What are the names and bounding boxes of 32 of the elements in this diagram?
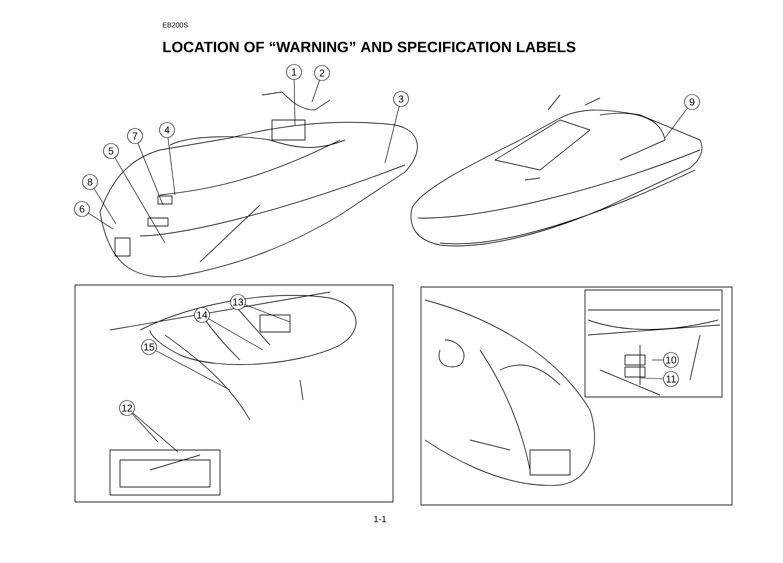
callout-number: 3 — [393, 91, 409, 107]
leader-line — [294, 80, 296, 126]
callout-number: 12 — [119, 400, 135, 416]
callout-number: 11 — [663, 371, 679, 387]
callout-number: 9 — [684, 94, 700, 110]
leader-line — [664, 108, 688, 138]
diagram-title: LOCATION OF “WARNING” AND SPECIFICATION LABELS — [163, 42, 576, 52]
leader-line — [88, 212, 114, 230]
callout-number: 14 — [194, 307, 210, 323]
leader-line — [244, 304, 290, 322]
callout-number: 4 — [159, 122, 175, 138]
callout-number: 7 — [127, 128, 143, 144]
leader-line — [208, 318, 264, 350]
callout-number: 13 — [230, 294, 246, 310]
leader-line — [114, 157, 166, 244]
leader-line — [132, 412, 178, 452]
callout-number: 6 — [74, 201, 90, 217]
leader-line — [132, 413, 158, 442]
page-number: 1-1 — [374, 516, 386, 522]
leader-line — [168, 137, 176, 196]
callout-number: 15 — [141, 339, 157, 355]
callout-number: 10 — [663, 352, 679, 368]
callout-number: 8 — [82, 174, 98, 190]
callout-number: 5 — [103, 143, 119, 159]
callout-number: 2 — [314, 65, 330, 81]
callout-number: 1 — [286, 64, 302, 80]
leader-line — [138, 142, 164, 206]
leader-line — [94, 188, 116, 224]
leader-line — [312, 80, 320, 102]
leader-line — [156, 350, 230, 390]
leader-line — [384, 106, 400, 164]
leader-line — [640, 378, 664, 380]
